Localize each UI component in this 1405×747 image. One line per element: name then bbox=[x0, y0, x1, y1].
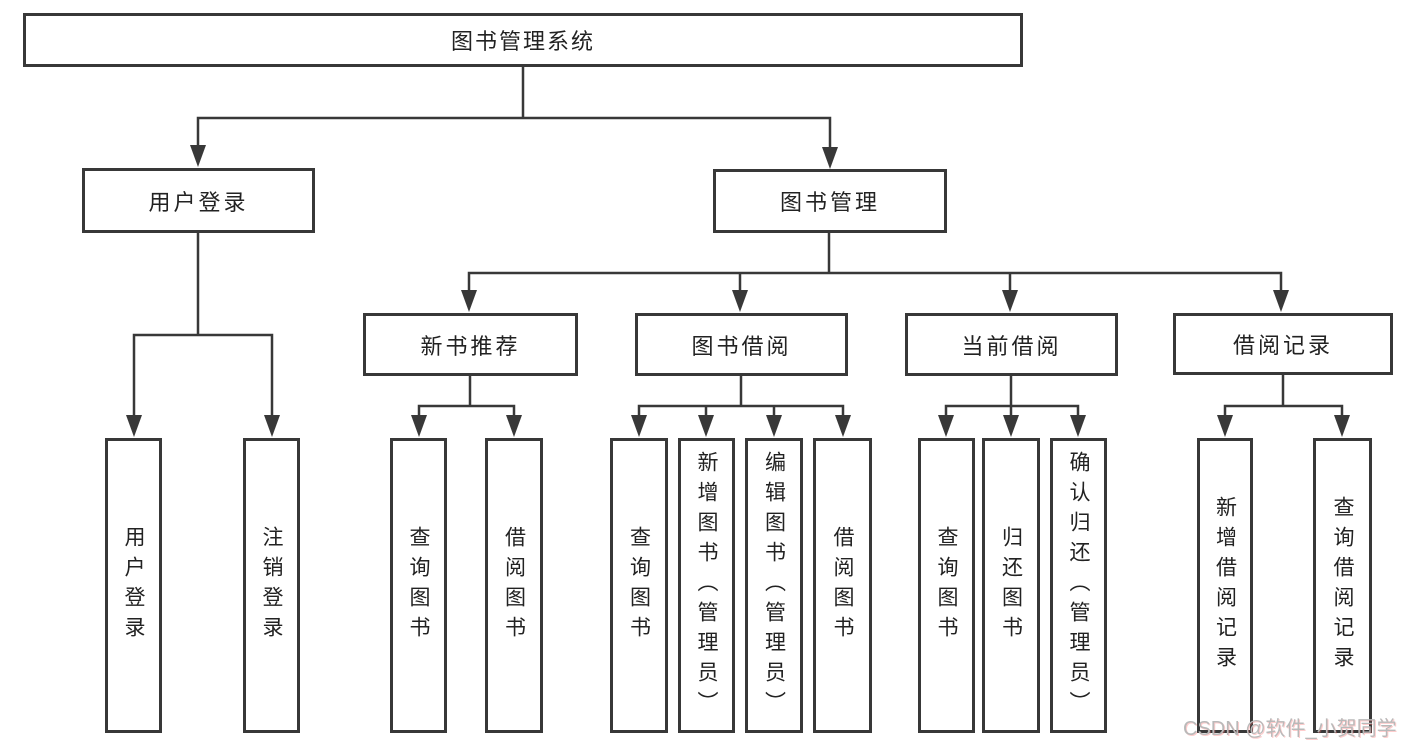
node-new-book-recommend-label: 新书推荐 bbox=[420, 333, 521, 359]
node-root: 图书管理系统 bbox=[23, 13, 1023, 67]
node-book-borrow-label: 图书借阅 bbox=[691, 333, 792, 359]
node-borrow-records-label: 借阅记录 bbox=[1232, 333, 1333, 358]
node-book-management-label: 图书管理 bbox=[779, 190, 880, 215]
leaf-add-book-admin: 新增图书（管理员） bbox=[678, 438, 735, 733]
leaf-query-books-borrow: 查询图书 bbox=[610, 438, 668, 733]
leaf-confirm-return-admin: 确认归还（管理员） bbox=[1050, 438, 1107, 733]
leaf-query-books-recommend-label: 查询图书 bbox=[407, 525, 430, 646]
leaf-query-books-borrow-label: 查询图书 bbox=[627, 525, 651, 646]
leaf-edit-book-admin-label: 编辑图书（管理员） bbox=[762, 450, 786, 721]
leaf-edit-book-admin: 编辑图书（管理员） bbox=[745, 438, 803, 733]
node-root-label: 图书管理系统 bbox=[450, 29, 595, 54]
leaf-query-borrow-record-label: 查询借阅记录 bbox=[1331, 495, 1354, 676]
leaf-query-borrow-record: 查询借阅记录 bbox=[1313, 438, 1372, 733]
leaf-borrow-books-label: 借阅图书 bbox=[831, 525, 854, 646]
node-user-login-label: 用户登录 bbox=[148, 189, 249, 215]
leaf-logout-label: 注销登录 bbox=[260, 525, 283, 646]
leaf-borrow-books: 借阅图书 bbox=[813, 438, 872, 733]
leaf-return-book: 归还图书 bbox=[982, 438, 1040, 733]
node-book-borrow: 图书借阅 bbox=[635, 313, 848, 376]
leaf-confirm-return-admin-label: 确认归还（管理员） bbox=[1067, 450, 1090, 721]
leaf-query-books-current: 查询图书 bbox=[918, 438, 975, 733]
csdn-watermark: CSDN @软件_小贺同学 bbox=[1183, 718, 1397, 740]
node-book-management: 图书管理 bbox=[713, 169, 947, 233]
node-borrow-records: 借阅记录 bbox=[1173, 313, 1393, 375]
leaf-borrow-books-recommend: 借阅图书 bbox=[485, 438, 543, 733]
leaf-logout: 注销登录 bbox=[243, 438, 300, 733]
node-user-login: 用户登录 bbox=[82, 168, 315, 233]
node-new-book-recommend: 新书推荐 bbox=[363, 313, 578, 376]
leaf-user-login: 用户登录 bbox=[105, 438, 162, 733]
node-current-borrow-label: 当前借阅 bbox=[961, 333, 1062, 359]
node-current-borrow: 当前借阅 bbox=[905, 313, 1118, 376]
leaf-query-books-current-label: 查询图书 bbox=[935, 525, 958, 646]
leaf-add-borrow-record-label: 新增借阅记录 bbox=[1213, 495, 1237, 676]
leaf-add-book-admin-label: 新增图书（管理员） bbox=[695, 450, 718, 721]
leaf-user-login-label: 用户登录 bbox=[122, 525, 145, 646]
leaf-borrow-books-recommend-label: 借阅图书 bbox=[502, 525, 526, 646]
leaf-query-books-recommend: 查询图书 bbox=[390, 438, 447, 733]
leaf-return-book-label: 归还图书 bbox=[999, 525, 1023, 646]
leaf-add-borrow-record: 新增借阅记录 bbox=[1197, 438, 1253, 733]
